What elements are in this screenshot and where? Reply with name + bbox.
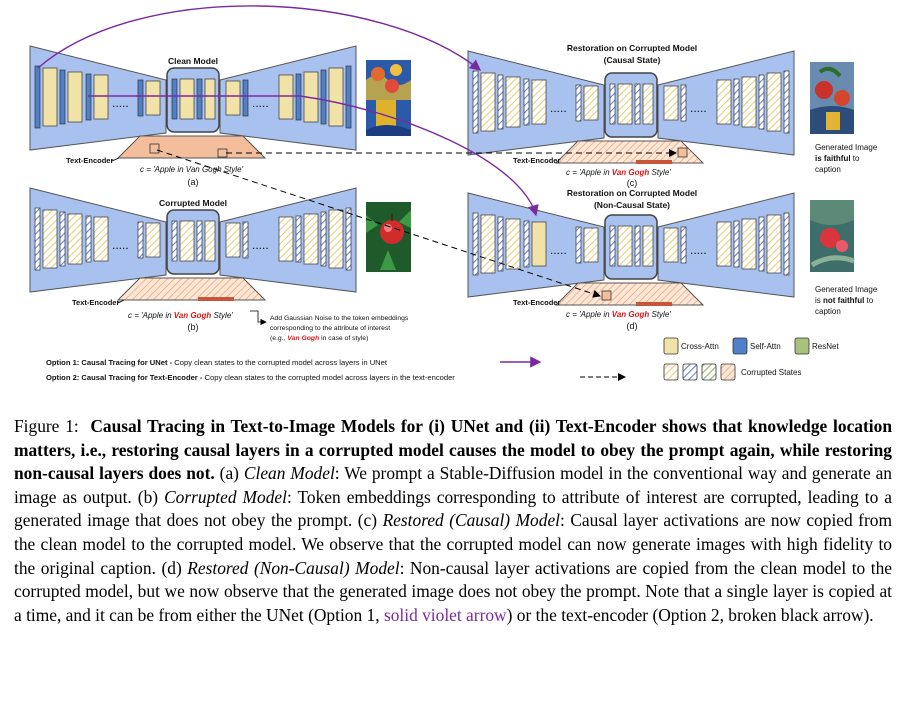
caption-a-label: (a) [219, 463, 239, 484]
caption-bold-summary: Causal Tracing in Text-to-Image Models f… [14, 416, 892, 484]
panel-b-prompt: c = 'Apple in Van Gogh Style' [128, 311, 233, 320]
legend-resnet: ResNet [812, 342, 839, 351]
noise-note-line2: corresponding to the attribute of intere… [270, 325, 390, 332]
figure-caption: Figure 1: Causal Tracing in Text-to-Imag… [14, 415, 892, 627]
caption-c-label: (c) [357, 510, 378, 531]
caption-c-title: Restored (Causal) Model [382, 510, 560, 531]
panel-c-title-line1: Restoration on Corrupted Model [567, 43, 697, 53]
noise-note-line1: Add Gaussian Noise to the token embeddin… [270, 315, 409, 322]
svg-text:.....: ..... [112, 96, 129, 110]
panel-d-prompt: c = 'Apple in Van Gogh Style' [566, 310, 671, 319]
causal-tracing-diagram: ..... ..... Clean Model Text-Encoder c =… [29, 5, 878, 382]
panel-a-prompt: c = 'Apple in Van Gogh Style' [140, 165, 244, 174]
faithful-caption-line3: caption [815, 165, 841, 174]
svg-text:.....: ..... [252, 238, 269, 252]
caption-d-text: : Non-causal layer activations are copie… [14, 557, 892, 625]
panel-d-title-line1: Restoration on Corrupted Model [567, 188, 697, 198]
option2-text: Option 2: Causal Tracing for Text-Encode… [46, 373, 455, 382]
panel-a-clean-model: ..... ..... Clean Model Text-Encoder c =… [29, 45, 357, 187]
panel-d-noncausal-restoration: ..... ..... Restoration on Corrupted Mod… [467, 188, 795, 331]
caption-violet-arrow-text: solid violet arrow [383, 604, 507, 625]
panel-c-title-line2: (Causal State) [604, 55, 661, 65]
caption-d-label: (d) [161, 557, 182, 578]
legend-corrupted-states: Corrupted States [741, 368, 801, 377]
caption-a-title: Clean Model [243, 463, 335, 484]
figure-label: Figure 1: [14, 416, 79, 436]
dashed-arrows-text-encoder [156, 149, 677, 298]
corrupted-generated-image [366, 202, 411, 272]
panel-b-text-encoder-label: Text-Encoder [72, 298, 119, 307]
panel-b-corrupted-model: ..... ..... Corrupted Model Text-Encoder… [29, 187, 409, 342]
caption-end-text: ) or the text-encoder (Option 2, broken … [506, 604, 874, 625]
svg-text:.....: ..... [690, 243, 707, 257]
caption-b-text: : Token embeddings corresponding to attr… [14, 486, 892, 531]
panel-c-causal-restoration: ..... ..... Restoration on Corrupted Mod… [467, 43, 795, 188]
panel-d-label: (d) [627, 321, 638, 331]
legend: Cross-Attn Self-Attn ResNet Corrupted St… [663, 337, 839, 381]
not-faithful-caption-line1: Generated Image [815, 285, 878, 294]
faithful-caption-line2: is faithful to [815, 154, 860, 163]
panel-c-prompt: c = 'Apple in Van Gogh Style' [566, 168, 671, 177]
panel-a-title: Clean Model [168, 56, 218, 66]
panel-d-title-line2: (Non-Causal State) [594, 200, 670, 210]
caption-b-title: Corrupted Model [164, 486, 287, 507]
svg-text:.....: ..... [690, 101, 707, 115]
panel-a-label: (a) [188, 177, 199, 187]
svg-text:.....: ..... [112, 238, 129, 252]
panel-b-title: Corrupted Model [159, 198, 227, 208]
panel-a-text-encoder-label: Text-Encoder [66, 156, 113, 165]
faithful-generated-image [810, 62, 854, 134]
caption-b-label: (b) [137, 486, 159, 507]
svg-text:.....: ..... [550, 101, 567, 115]
legend-self-attn: Self-Attn [750, 342, 781, 351]
caption-c-text: : Causal layer activations are now copie… [14, 510, 892, 578]
faithful-caption-line1: Generated Image [815, 143, 878, 152]
svg-text:.....: ..... [252, 96, 269, 110]
caption-a-text: : We prompt a Stable-Diffusion model in … [14, 463, 892, 507]
legend-cross-attn: Cross-Attn [681, 342, 719, 351]
not-faithful-caption-line3: caption [815, 307, 841, 316]
option1-text: Option 1: Causal Tracing for UNet - Copy… [46, 358, 388, 367]
not-faithful-caption-line2: is not faithful to [815, 296, 874, 305]
violet-arrows-unet [37, 5, 539, 217]
panel-d-text-encoder-label: Text-Encoder [513, 298, 560, 307]
clean-generated-image [366, 60, 411, 136]
panel-c-label: (c) [627, 178, 638, 188]
svg-text:.....: ..... [550, 243, 567, 257]
noise-note-line3: (e.g., Van Gogh in case of style) [270, 335, 368, 342]
panel-b-label: (b) [188, 322, 199, 332]
not-faithful-generated-image [810, 200, 855, 272]
panel-c-text-encoder-label: Text-Encoder [513, 156, 560, 165]
caption-d-title: Restored (Non-Causal) Model [187, 557, 400, 578]
